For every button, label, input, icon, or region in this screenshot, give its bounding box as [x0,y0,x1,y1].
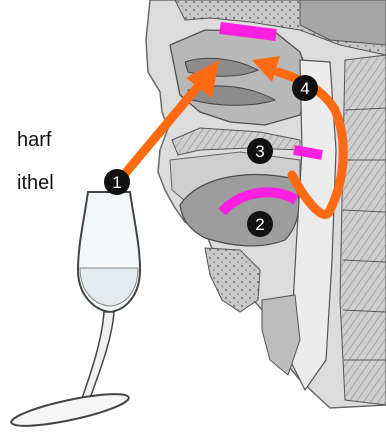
glass-foot [9,388,131,433]
marker-2: 2 [247,211,273,237]
glass-stem [80,312,114,404]
marker-1: 1 [104,169,130,195]
marker-2-label: 2 [255,215,264,234]
tasting-glass [9,192,140,432]
marker-1-label: 1 [112,173,121,192]
marker-4: 4 [292,75,318,101]
marker-4-label: 4 [300,79,309,98]
marker-3: 3 [247,138,273,164]
marker-3-label: 3 [255,142,264,161]
spine [340,55,386,405]
palate-highlight [294,150,322,155]
olfactory-region-highlight [220,28,276,35]
